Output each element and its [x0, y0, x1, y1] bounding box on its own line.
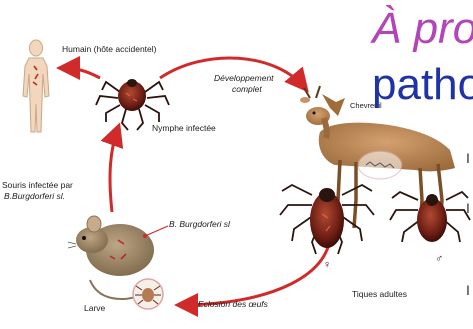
label-male-symbol: ♂ [435, 254, 443, 264]
label-mouse-line2: B.Burgdorferi sl. [4, 191, 65, 201]
bacteria-callout-line [143, 226, 168, 238]
slide-heading-line1: À pro [372, 4, 473, 54]
larva-tick [133, 279, 163, 309]
edge-letter-1: I [466, 150, 470, 166]
label-larva: Larve [84, 303, 105, 313]
label-egg-hatch: Eclosion des œufs [198, 299, 268, 309]
label-nymph: Nymphe infectée [152, 123, 216, 133]
human-figure [23, 40, 49, 132]
label-female-symbol: ♀ [323, 260, 331, 270]
label-development-line2: complet [232, 84, 262, 94]
label-bacteria: B. Burgdorferi sl [169, 219, 230, 229]
slide-heading-line2: patho [372, 60, 473, 110]
arrow-deer-to-larva [180, 228, 330, 305]
edge-letter-3: I [466, 282, 470, 298]
male-adult-tick [390, 192, 470, 242]
label-adult-ticks: Tiques adultes [352, 289, 407, 299]
label-development-line1: Développement [214, 73, 274, 83]
female-adult-tick [280, 185, 374, 254]
label-mouse-line1: Souris infectée par [2, 180, 73, 190]
arrow-mouse-to-nymph [110, 128, 118, 212]
arrow-nymph-to-human [62, 68, 100, 78]
label-human: Humain (hôte accidentel) [62, 44, 157, 54]
edge-letter-2: I [466, 200, 470, 216]
